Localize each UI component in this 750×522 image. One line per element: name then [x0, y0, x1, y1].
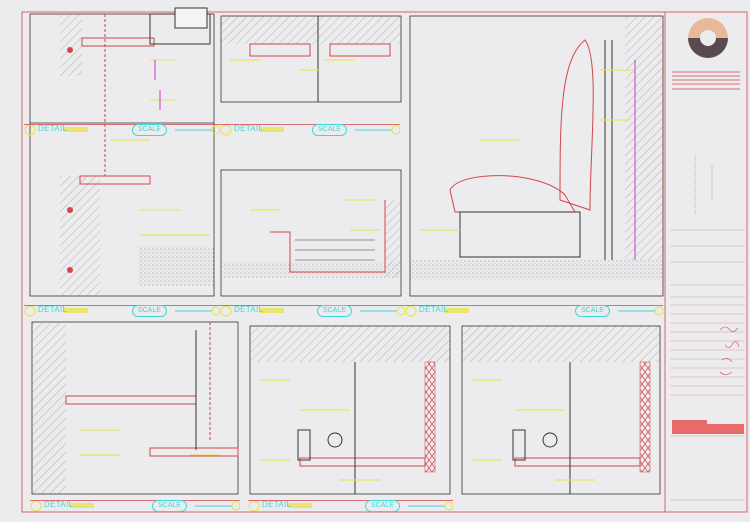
detail-panel-g — [461, 325, 661, 495]
scale-label: SCALE — [132, 305, 167, 317]
detail-title-bar: DETAIL SCALE — [248, 500, 453, 512]
detail-bubble-icon — [220, 124, 400, 136]
sheet-border — [21, 11, 748, 513]
detail-label: DETAIL — [234, 124, 264, 133]
scale-label: SCALE — [132, 124, 167, 136]
detail-bubble-icon — [248, 500, 453, 512]
detail-bubble-icon — [24, 305, 220, 317]
detail-label: DETAIL — [38, 124, 68, 133]
detail-label: DETAIL — [234, 305, 264, 314]
detail-title-bar: DETAIL SCALE — [24, 124, 220, 136]
detail-panel-b — [220, 15, 402, 103]
detail-panel-c — [220, 169, 402, 297]
detail-panel-f — [249, 325, 451, 495]
detail-label: DETAIL — [44, 500, 74, 509]
detail-bubble-icon — [405, 305, 663, 317]
handwritten-signature — [719, 326, 740, 375]
detail-bubble-icon — [24, 124, 220, 136]
detail-panel-d-sofa-section — [409, 15, 664, 297]
detail-label: DETAIL — [262, 500, 292, 509]
detail-label: DETAIL — [38, 305, 68, 314]
scale-label: SCALE — [365, 500, 400, 512]
detail-title-bar: DETAIL SCALE — [220, 124, 400, 136]
detail-title-bar: DETAIL SCALE — [24, 305, 220, 317]
detail-panel-a — [29, 7, 215, 297]
detail-panel-e — [31, 321, 239, 495]
detail-bubble-icon — [220, 305, 405, 317]
detail-bubble-icon — [30, 500, 240, 512]
scale-label: SCALE — [317, 305, 352, 317]
scale-label: SCALE — [312, 124, 347, 136]
title-block — [670, 18, 745, 501]
detail-label: DETAIL — [419, 305, 449, 314]
detail-title-bar: DETAIL SCALE — [30, 500, 240, 512]
detail-title-bar: DETAIL SCALE — [405, 305, 663, 317]
detail-title-bar: DETAIL SCALE — [220, 305, 405, 317]
scale-label: SCALE — [152, 500, 187, 512]
scale-label: SCALE — [575, 305, 610, 317]
